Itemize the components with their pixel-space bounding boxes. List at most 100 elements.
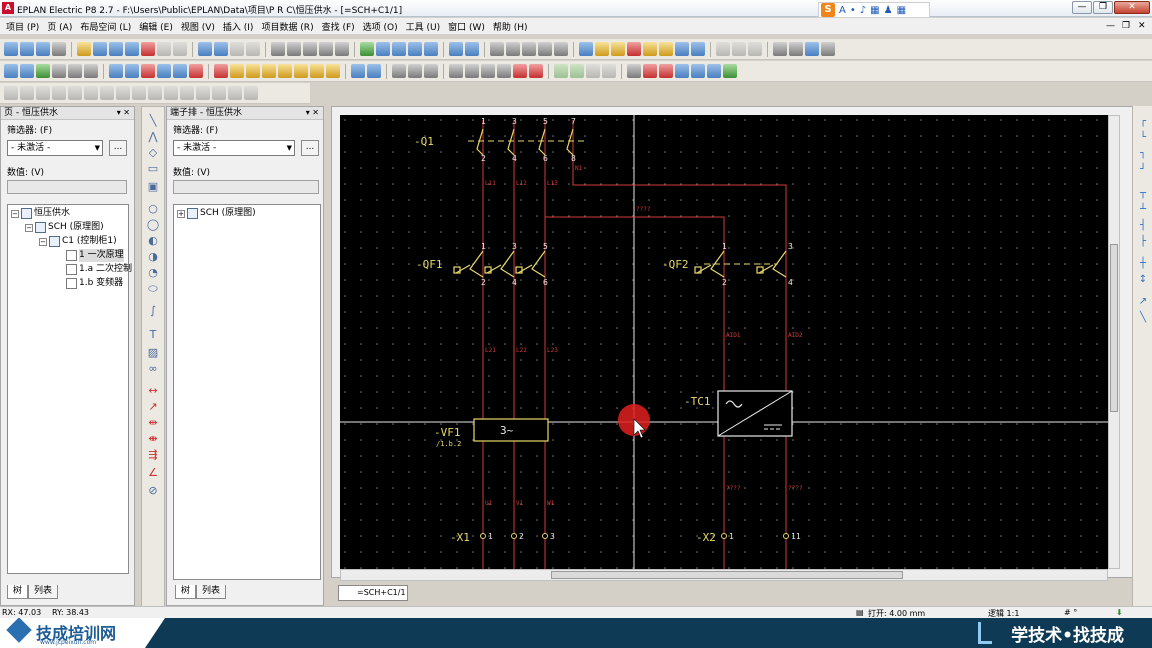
text-tool-icon[interactable]: T bbox=[149, 328, 157, 341]
hatch-b-icon[interactable] bbox=[602, 64, 616, 78]
angle-g-icon[interactable] bbox=[100, 86, 114, 100]
cross-d-icon[interactable] bbox=[691, 64, 705, 78]
page-filter-dots-button[interactable]: ... bbox=[109, 140, 127, 156]
vf1-inverter[interactable]: 3~ -VF1 /1.b.2 bbox=[434, 418, 549, 448]
menu-edit[interactable]: 编辑 (E) bbox=[139, 22, 173, 33]
menu-options[interactable]: 选项 (O) bbox=[362, 22, 398, 33]
format-apply-icon[interactable] bbox=[173, 42, 187, 56]
connect-c-icon[interactable] bbox=[481, 64, 495, 78]
page-value-input[interactable] bbox=[7, 180, 127, 194]
vertical-scroll-thumb[interactable] bbox=[1110, 244, 1118, 412]
tree-expander[interactable]: + bbox=[177, 209, 185, 218]
symbol-b-icon[interactable] bbox=[246, 64, 260, 78]
open-project-icon[interactable] bbox=[20, 42, 34, 56]
new-project-icon[interactable] bbox=[4, 42, 18, 56]
cut-icon[interactable] bbox=[93, 42, 107, 56]
menu-tools[interactable]: 工具 (U) bbox=[405, 22, 441, 33]
ime-mode-icon[interactable]: A bbox=[839, 4, 846, 16]
macro-d-icon[interactable] bbox=[157, 64, 171, 78]
angle-p-icon[interactable] bbox=[244, 86, 258, 100]
close-button[interactable]: ✕ bbox=[1114, 1, 1150, 14]
angle-n-icon[interactable] bbox=[212, 86, 226, 100]
polyline-tool-icon[interactable]: ⋀ bbox=[148, 130, 158, 143]
menu-view[interactable]: 视图 (V) bbox=[180, 22, 215, 33]
paste-icon[interactable] bbox=[125, 42, 139, 56]
schematic-canvas[interactable]: -Q1 1 3 5 7 2 4 6 8 L11 L12 L13 N1 ???? bbox=[340, 115, 1108, 569]
terminal-filter-dots-button[interactable]: ... bbox=[301, 140, 319, 156]
ime-keyboard-icon[interactable]: ▦ bbox=[870, 4, 880, 16]
symbol-g-icon[interactable] bbox=[326, 64, 340, 78]
grid-c-icon[interactable] bbox=[522, 42, 536, 56]
box-a-icon[interactable] bbox=[392, 64, 406, 78]
dimension-linear-icon[interactable]: ↔ bbox=[148, 384, 158, 397]
angle-f-icon[interactable] bbox=[84, 86, 98, 100]
macro-f-icon[interactable] bbox=[189, 64, 203, 78]
horizontal-scroll-thumb[interactable] bbox=[551, 571, 903, 579]
ime-punct-icon[interactable]: • bbox=[849, 4, 856, 16]
table-icon[interactable] bbox=[748, 42, 762, 56]
print-icon[interactable] bbox=[52, 42, 66, 56]
device-nav-icon[interactable] bbox=[4, 64, 18, 78]
design-mode-icon[interactable] bbox=[659, 42, 673, 56]
redo-icon[interactable] bbox=[230, 42, 244, 56]
plugin-icon[interactable] bbox=[36, 64, 50, 78]
tree-node-c1[interactable]: − C1 (控制柜1) bbox=[39, 235, 117, 248]
corner-bottom-right-icon[interactable]: ┘ bbox=[1139, 164, 1147, 175]
angle-e-icon[interactable] bbox=[68, 86, 82, 100]
connect-b-icon[interactable] bbox=[465, 64, 479, 78]
menu-find[interactable]: 查找 (F) bbox=[321, 22, 355, 33]
object-snap-icon[interactable] bbox=[611, 42, 625, 56]
angle-c-icon[interactable] bbox=[36, 86, 50, 100]
ellipse-tool-icon[interactable]: ◔ bbox=[148, 266, 158, 279]
connect-e-icon[interactable] bbox=[513, 64, 527, 78]
t-junction-down-icon[interactable]: ┬ bbox=[1139, 188, 1147, 199]
symbol-d-icon[interactable] bbox=[278, 64, 292, 78]
page-list-icon[interactable] bbox=[287, 42, 301, 56]
tab-list[interactable]: 列表 bbox=[28, 585, 59, 599]
delete-icon[interactable] bbox=[141, 42, 155, 56]
angle-d-icon[interactable] bbox=[52, 86, 66, 100]
copy-icon[interactable] bbox=[109, 42, 123, 56]
zoom-in-icon[interactable] bbox=[392, 42, 406, 56]
qf2-breaker[interactable]: -QF2 1 3 2 4 bbox=[662, 242, 793, 287]
angle-icon[interactable]: ↗ bbox=[1138, 296, 1148, 307]
wire-nav-icon[interactable] bbox=[68, 64, 82, 78]
tab-document[interactable]: =SCH+C1/1 bbox=[338, 585, 408, 601]
restore-button[interactable]: ❐ bbox=[1093, 1, 1113, 14]
part-manage-icon[interactable] bbox=[821, 42, 835, 56]
angle-k-icon[interactable] bbox=[164, 86, 178, 100]
spline-tool-icon[interactable]: ∫ bbox=[150, 304, 156, 317]
menu-page[interactable]: 页 (A) bbox=[47, 22, 73, 33]
intersection-snap-icon[interactable] bbox=[627, 42, 641, 56]
graphic-icon[interactable] bbox=[675, 42, 689, 56]
ime-tools-icon[interactable]: ▦ bbox=[896, 4, 907, 16]
report-a-icon[interactable] bbox=[351, 64, 365, 78]
undo-list-icon[interactable] bbox=[214, 42, 228, 56]
page-grid-icon[interactable] bbox=[303, 42, 317, 56]
tree-node-project[interactable]: − 恒压供水 bbox=[11, 207, 70, 220]
menu-project[interactable]: 项目 (P) bbox=[6, 22, 40, 33]
input-snap-icon[interactable] bbox=[643, 42, 657, 56]
angle-m-icon[interactable] bbox=[196, 86, 210, 100]
hatch-icon[interactable] bbox=[586, 64, 600, 78]
tree-node-sch[interactable]: − SCH (原理图) bbox=[25, 221, 104, 234]
tree-node-page-1a[interactable]: 1.a 二次控制 bbox=[66, 263, 132, 276]
cross-c-icon[interactable] bbox=[675, 64, 689, 78]
qf1-breaker[interactable]: -QF1 1 3 5 2 4 6 bbox=[416, 242, 548, 287]
pot-a-icon[interactable] bbox=[554, 64, 568, 78]
circle-2-tool-icon[interactable]: ◯ bbox=[146, 218, 160, 231]
settings-icon[interactable] bbox=[77, 42, 91, 56]
cross-b-icon[interactable] bbox=[659, 64, 673, 78]
corner-bottom-left-icon[interactable]: └ bbox=[1139, 132, 1147, 143]
snap-grid-icon[interactable] bbox=[595, 42, 609, 56]
panel-close-icon[interactable]: ▾ ✕ bbox=[305, 108, 319, 117]
t-junction-left-icon[interactable]: ┤ bbox=[1139, 220, 1147, 231]
terminal-filter-select[interactable]: - 未激活 - ▼ bbox=[173, 140, 295, 156]
menu-window[interactable]: 窗口 (W) bbox=[448, 22, 485, 33]
connect-d-icon[interactable] bbox=[497, 64, 511, 78]
filled-rectangle-icon[interactable]: ▣ bbox=[147, 180, 159, 193]
page-properties-icon[interactable] bbox=[271, 42, 285, 56]
macro-a-icon[interactable] bbox=[109, 64, 123, 78]
frame-icon[interactable] bbox=[691, 42, 705, 56]
symbol-c-icon[interactable] bbox=[262, 64, 276, 78]
